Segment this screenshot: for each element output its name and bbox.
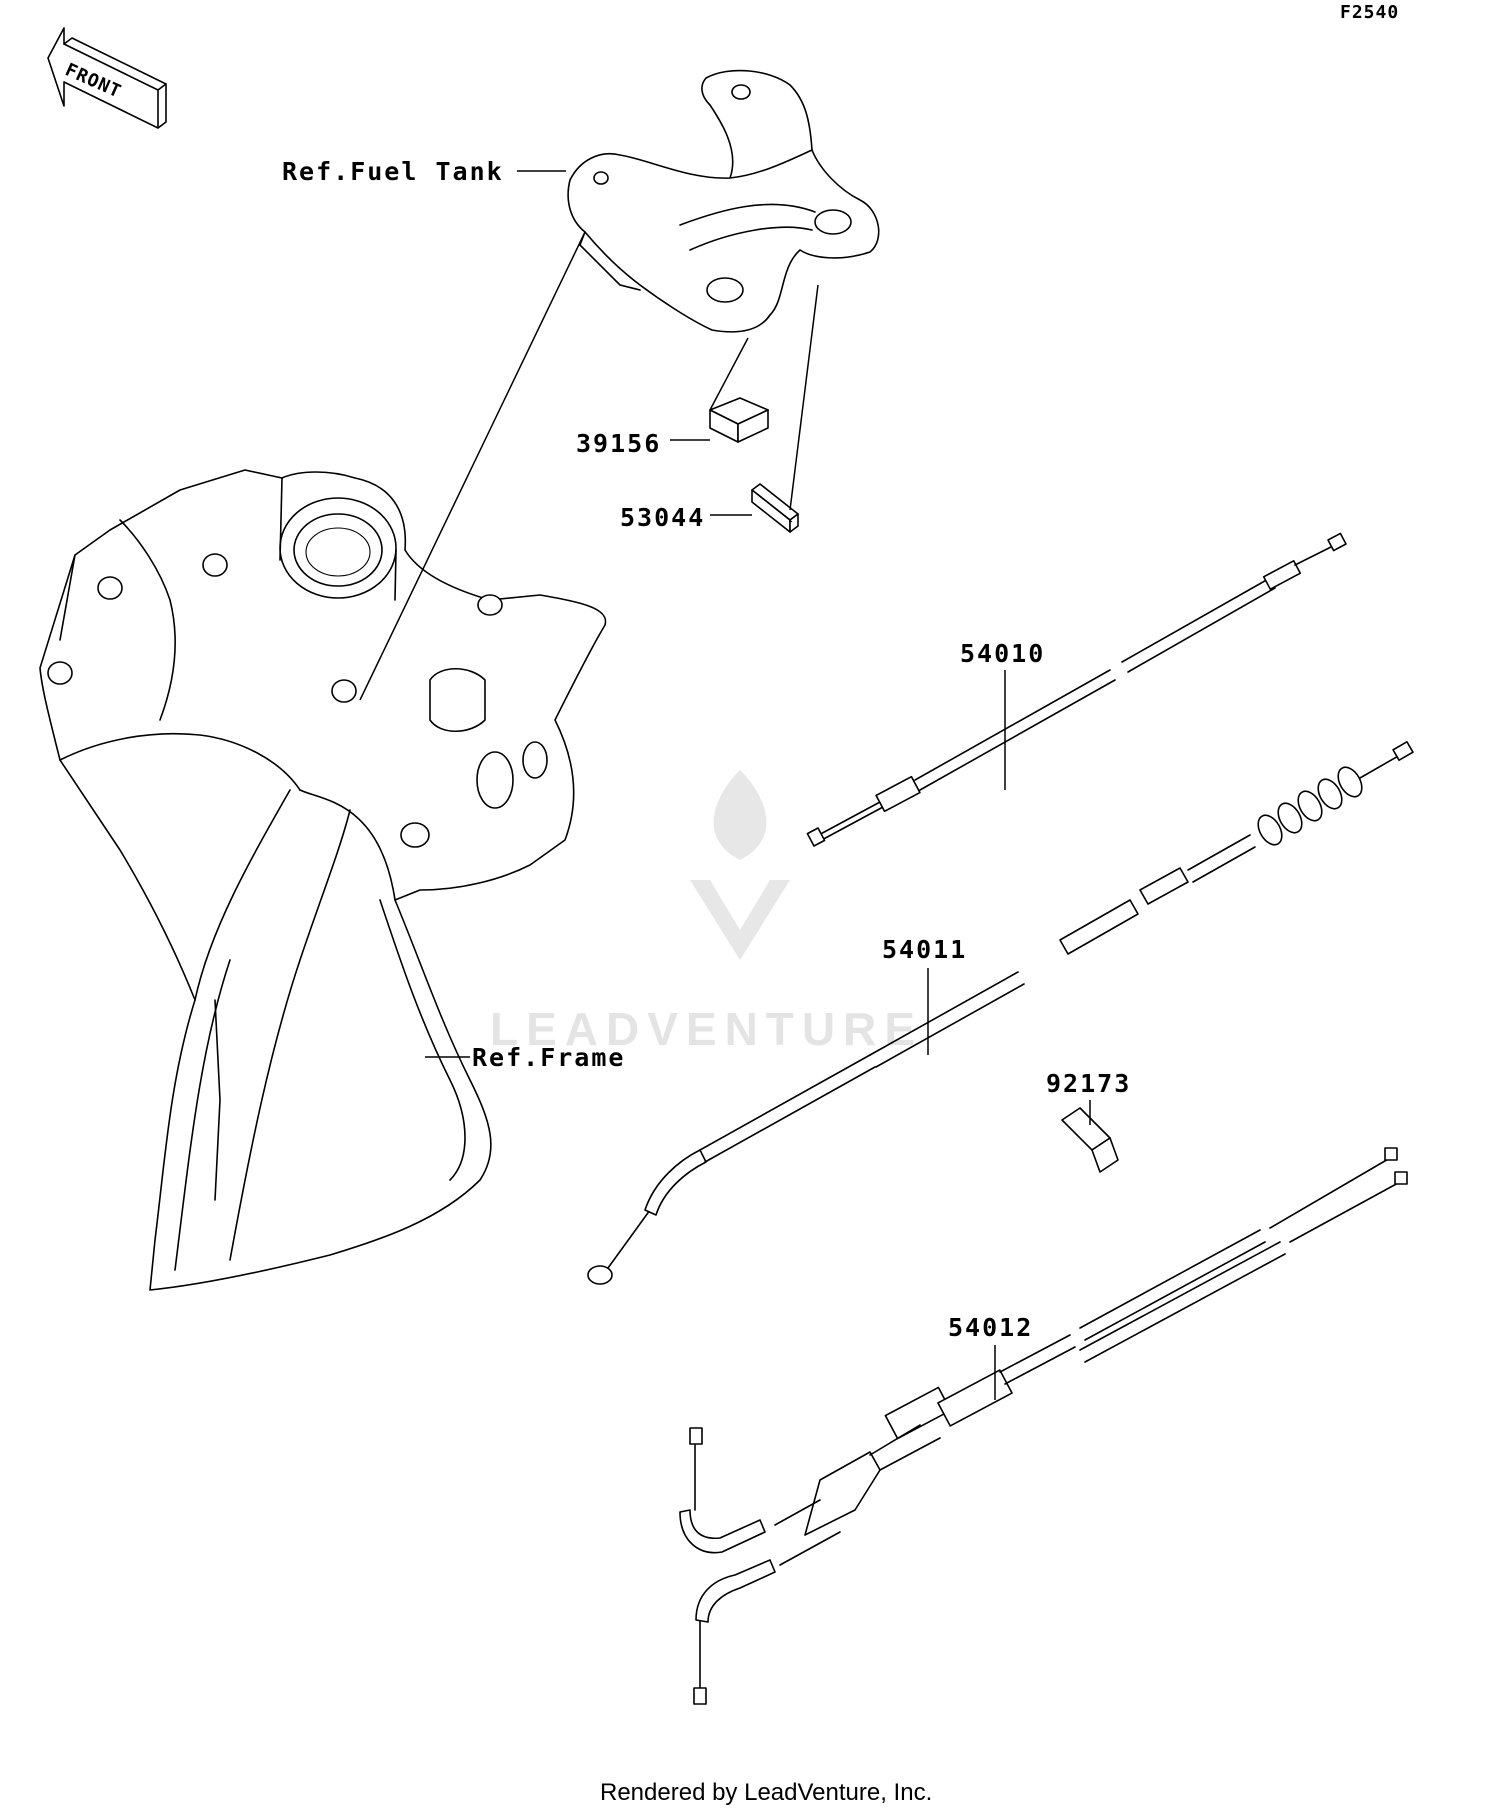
frame-drawing (39, 469, 607, 1291)
watermark-text: LEADVENTURE (490, 1003, 923, 1055)
fuel-tank-bracket-drawing (567, 69, 880, 333)
part-92173-clip-drawing (1061, 1107, 1119, 1173)
callout-54011[interactable]: 54011 (882, 935, 967, 964)
callout-54012[interactable]: 54012 (948, 1313, 1033, 1342)
callout-54010[interactable]: 54010 (960, 639, 1045, 668)
part-39156-pad-drawing (709, 397, 769, 443)
leader-lines (359, 170, 1091, 1400)
ref-frame-label: Ref.Frame (472, 1043, 625, 1072)
leadventure-watermark (690, 770, 790, 960)
adjuster-left-icon (884, 1369, 1013, 1440)
diagram-code: F2540 (1340, 2, 1399, 23)
cable-54011-drawing (587, 741, 1414, 1285)
part-53044-strip-drawing (751, 483, 799, 533)
footer-credit: Rendered by LeadVenture, Inc. (600, 1779, 932, 1806)
cable-54010-drawing (806, 532, 1347, 847)
callout-39156[interactable]: 39156 (576, 429, 661, 458)
callout-92173[interactable]: 92173 (1046, 1069, 1131, 1098)
cable-54012-drawing (679, 1147, 1408, 1705)
boot-bellows-icon (1257, 766, 1363, 846)
front-arrow-icon: FRONT (47, 27, 167, 129)
callout-53044[interactable]: 53044 (620, 503, 705, 532)
ref-fuel-tank-label: Ref.Fuel Tank (282, 157, 504, 186)
